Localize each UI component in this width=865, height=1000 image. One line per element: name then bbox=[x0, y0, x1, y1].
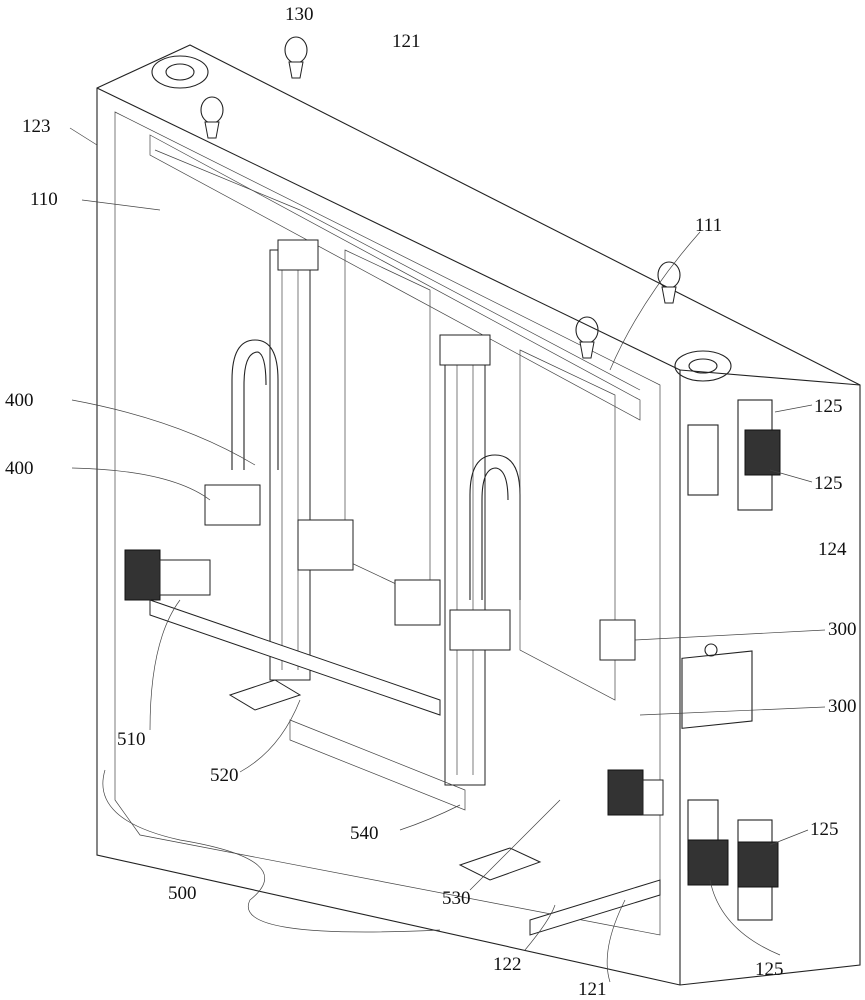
label-125-d: 125 bbox=[755, 959, 784, 980]
panel bbox=[344, 249, 431, 601]
lifting-eye bbox=[284, 36, 308, 79]
label-400-b: 400 bbox=[5, 458, 34, 479]
head-box bbox=[204, 484, 261, 526]
motor bbox=[124, 549, 211, 601]
label-300-a: 300 bbox=[828, 619, 857, 640]
label-500: 500 bbox=[168, 883, 197, 904]
label-540: 540 bbox=[350, 823, 379, 844]
label-125-a: 125 bbox=[814, 396, 843, 417]
motor bbox=[687, 429, 781, 888]
label-400-a: 400 bbox=[5, 390, 34, 411]
top-hole bbox=[151, 55, 209, 89]
label-300-b: 300 bbox=[828, 696, 857, 717]
frame-outline bbox=[96, 44, 861, 986]
lifting-eye bbox=[200, 96, 224, 139]
label-124: 124 bbox=[818, 539, 847, 560]
label-121-top: 121 bbox=[392, 31, 421, 52]
label-520: 520 bbox=[210, 765, 239, 786]
vertical-axis-right bbox=[439, 334, 521, 786]
leader-lines bbox=[69, 127, 826, 983]
label-111: 111 bbox=[695, 215, 723, 236]
lifting-eye bbox=[575, 316, 599, 359]
label-125-c: 125 bbox=[810, 819, 839, 840]
label-125-b: 125 bbox=[814, 473, 843, 494]
label-122: 122 bbox=[493, 954, 522, 975]
label-121-bottom: 121 bbox=[578, 979, 607, 1000]
label-123: 123 bbox=[22, 116, 51, 137]
label-110: 110 bbox=[30, 189, 58, 210]
side-window bbox=[687, 424, 719, 496]
frame-inner-opening bbox=[114, 111, 661, 936]
top-hole bbox=[674, 350, 732, 382]
label-510: 510 bbox=[117, 729, 146, 750]
label-130: 130 bbox=[285, 4, 314, 25]
foot-plate bbox=[228, 679, 302, 711]
motor bbox=[607, 769, 664, 816]
vertical-axis-left bbox=[231, 239, 319, 681]
lifting-eye bbox=[657, 261, 681, 304]
bottom-rail bbox=[149, 599, 441, 716]
label-530: 530 bbox=[442, 888, 471, 909]
